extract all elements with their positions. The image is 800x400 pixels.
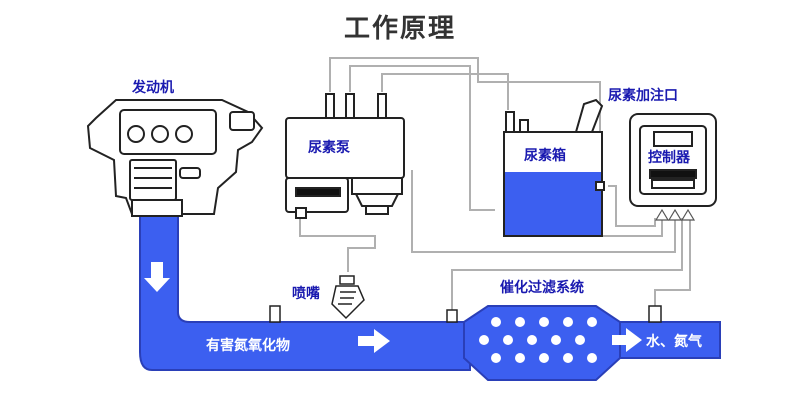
line-outlet-sensor	[654, 218, 691, 308]
urea-pump-label: 尿素泵	[308, 139, 350, 156]
nozzle-label: 喷嘴	[292, 285, 320, 302]
harmful-gas-label: 有害氮氧化物	[206, 337, 290, 354]
right-arrow-outlet	[612, 328, 642, 352]
engine-illustration	[86, 99, 264, 217]
engine-label: 发动机	[131, 79, 174, 96]
output-label: 水、氮气	[646, 333, 702, 350]
page-title: 工作原理	[343, 14, 456, 44]
catalytic-filter-label: 催化过滤系统	[500, 279, 584, 296]
line-pump-to-controller-low	[411, 170, 676, 253]
controller-label: 控制器	[648, 149, 691, 166]
right-arrow-after-nozzle	[358, 329, 390, 353]
line-pump-to-nozzle	[299, 215, 376, 272]
line-sensor-to-controller	[451, 218, 683, 312]
control-lines	[299, 57, 691, 312]
sensor-downstream	[648, 305, 662, 323]
line-pump-to-tank	[349, 65, 495, 211]
line-pump-return	[381, 73, 509, 110]
urea-inlet-label: 尿素加注口	[608, 87, 678, 104]
down-arrow	[144, 262, 170, 292]
filter-holes	[479, 317, 597, 363]
catalytic-filter	[463, 305, 642, 381]
sensor-upstream	[269, 305, 281, 323]
controller-arrowheads	[654, 208, 696, 221]
line-tank-to-controller	[608, 185, 656, 227]
sensor-mid	[446, 309, 458, 323]
nozzle	[331, 275, 365, 320]
urea-liquid	[505, 172, 601, 235]
urea-pump-illustration	[285, 93, 405, 219]
urea-tank-illustration	[503, 98, 605, 237]
urea-tank-label: 尿素箱	[524, 147, 566, 164]
diagram-labels: 发动机 尿素泵 尿素箱 尿素加注口 控制器 喷嘴 催化过滤系统 有害氮氧化物 水…	[131, 79, 702, 354]
line-pump-to-controller	[329, 57, 663, 237]
controller-illustration	[629, 113, 717, 207]
pipe-sensors	[269, 305, 662, 323]
